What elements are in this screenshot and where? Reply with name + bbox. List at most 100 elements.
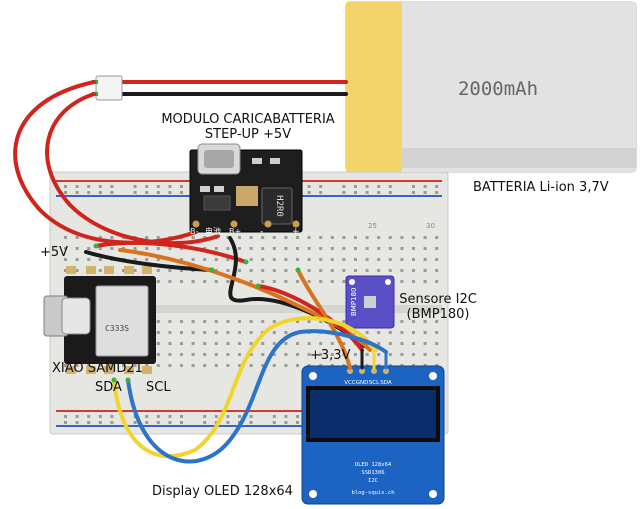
breadboard-hole	[75, 191, 79, 194]
breadboard-hole	[435, 185, 439, 188]
inductor-marking: H2R0	[274, 195, 284, 217]
breadboard-hole	[365, 331, 369, 334]
breadboard-hole	[156, 280, 160, 283]
breadboard-hole	[226, 353, 230, 356]
breadboard-hole	[156, 364, 160, 367]
breadboard-hole	[75, 185, 79, 188]
breadboard-hole	[156, 258, 160, 261]
breadboard-hole	[75, 415, 79, 418]
breadboard-hole	[168, 191, 172, 194]
breadboard-hole	[145, 364, 149, 367]
breadboard-hole	[354, 269, 357, 272]
breadboard-hole	[87, 364, 91, 367]
breadboard-hole	[354, 185, 357, 188]
breadboard-hole	[87, 191, 91, 194]
breadboard-hole	[133, 421, 137, 424]
breadboard-hole	[75, 236, 79, 239]
breadboard-hole	[64, 269, 67, 272]
charger-title-line-2: STEP-UP +5V	[204, 127, 292, 142]
breadboard-hole	[423, 191, 427, 194]
breadboard-hole	[98, 191, 102, 194]
breadboard-hole	[110, 415, 114, 418]
oled-info-line-1: OLED 128x64	[355, 462, 392, 468]
breadboard-hole	[272, 236, 276, 239]
breadboard-hole	[249, 421, 253, 424]
breadboard-hole	[423, 236, 427, 239]
breadboard-hole	[110, 185, 114, 188]
breadboard-hole	[249, 320, 253, 323]
breadboard-hole	[261, 236, 265, 239]
breadboard-hole	[319, 185, 323, 188]
breadboard-hole	[423, 185, 427, 188]
breadboard-hole	[203, 415, 207, 418]
breadboard-hole	[180, 185, 183, 188]
breadboard-hole	[284, 421, 288, 424]
column-number-30: 30	[426, 222, 435, 230]
breadboard-hole	[145, 421, 149, 424]
breadboard-hole	[435, 331, 439, 334]
breadboard-hole	[296, 415, 299, 418]
breadboard-hole	[226, 269, 230, 272]
breadboard-hole	[342, 269, 346, 272]
breadboard-hole	[180, 353, 183, 356]
breadboard-hole	[423, 353, 427, 356]
breadboard-hole	[330, 353, 334, 356]
breadboard-hole	[330, 258, 334, 261]
breadboard-hole	[354, 191, 357, 194]
breadboard-hole	[330, 280, 334, 283]
breadboard-hole	[388, 191, 392, 194]
wire-end-marker	[243, 259, 249, 265]
breadboard-hole	[203, 320, 207, 323]
breadboard-hole	[354, 236, 357, 239]
wire-end-marker	[209, 267, 215, 273]
breadboard-hole	[284, 269, 288, 272]
breadboard-hole	[307, 320, 311, 323]
breadboard-hole	[400, 320, 404, 323]
breadboard-hole	[238, 247, 241, 250]
breadboard-hole	[191, 364, 195, 367]
breadboard-hole	[98, 364, 102, 367]
breadboard-hole	[203, 342, 207, 345]
breadboard-hole	[365, 236, 369, 239]
breadboard-hole	[284, 236, 288, 239]
wire-black-gnd	[84, 250, 214, 272]
breadboard-hole	[203, 280, 207, 283]
breadboard-hole	[145, 258, 149, 261]
breadboard-hole	[423, 331, 427, 334]
breadboard-hole	[203, 258, 207, 261]
breadboard-hole	[412, 247, 415, 250]
breadboard-hole	[423, 280, 427, 283]
breadboard-hole	[226, 236, 230, 239]
breadboard-hole	[203, 331, 207, 334]
breadboard-hole	[412, 342, 415, 345]
breadboard-hole	[272, 258, 276, 261]
battery: 2000mAh	[345, 1, 637, 173]
breadboard-hole	[261, 320, 265, 323]
jst-red-wire-2	[45, 92, 220, 246]
breadboard-hole	[214, 353, 218, 356]
breadboard-hole	[180, 191, 183, 194]
breadboard-hole	[180, 364, 183, 367]
breadboard-hole	[388, 258, 392, 261]
breadboard-hole	[191, 320, 195, 323]
breadboard-hole	[98, 247, 102, 250]
board-chip-marking: C333S	[105, 324, 129, 333]
breadboard-hole	[145, 191, 149, 194]
sensor-marking: BMP180	[350, 288, 358, 316]
breadboard-hole	[319, 342, 323, 345]
breadboard-hole	[133, 191, 137, 194]
breadboard-hole	[319, 258, 323, 261]
oled-label: Display OLED 128x64	[152, 484, 293, 499]
breadboard-hole	[412, 320, 415, 323]
wire-blue-sda	[126, 329, 388, 464]
breadboard-hole	[226, 280, 230, 283]
pin-label-out-plus: +	[292, 227, 300, 237]
breadboard-hole	[377, 236, 381, 239]
breadboard-hole	[365, 247, 369, 250]
pin-label-out-minus: -	[260, 227, 263, 237]
wire-red-5v-rail	[94, 240, 248, 264]
breadboard-hole	[272, 269, 276, 272]
breadboard-hole	[191, 353, 195, 356]
breadboard-hole	[319, 280, 323, 283]
breadboard-hole	[249, 415, 253, 418]
